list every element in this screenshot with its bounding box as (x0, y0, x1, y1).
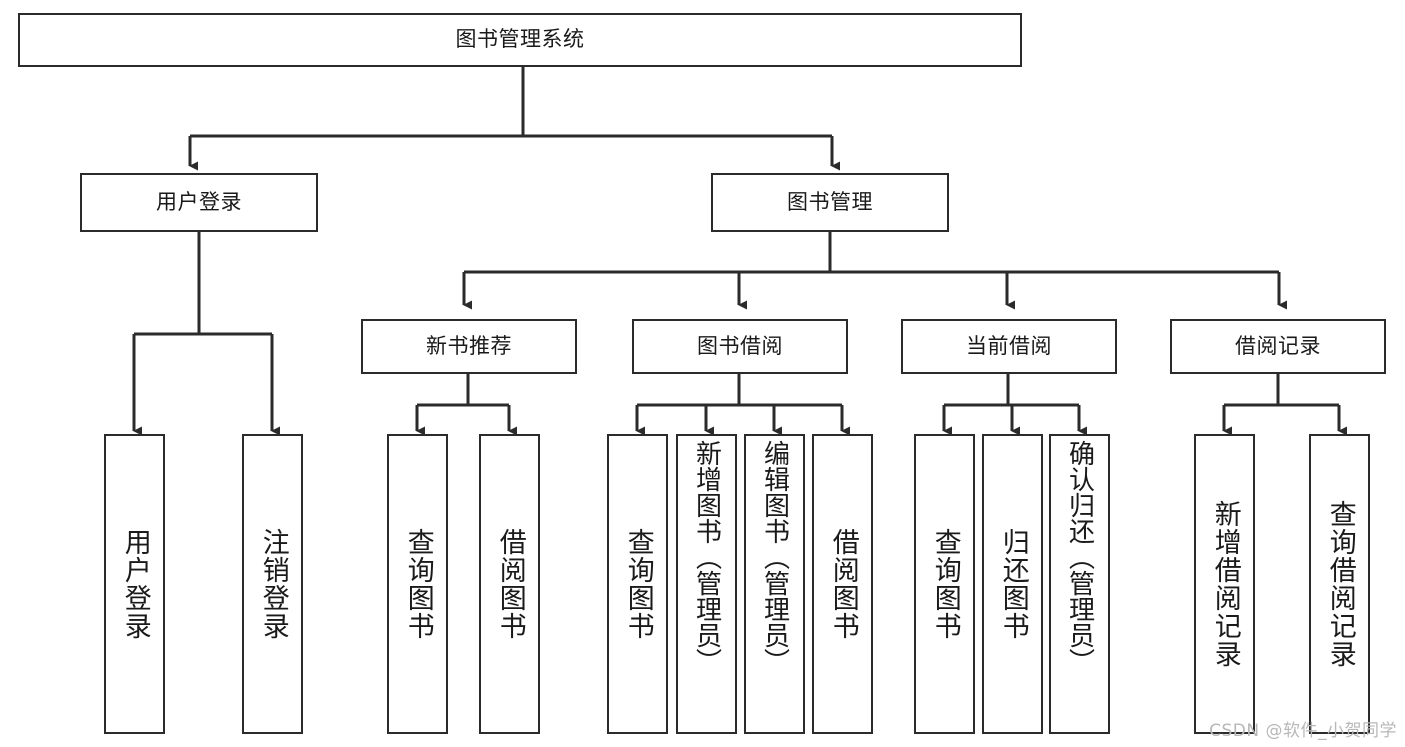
node-label: 新增图书（管理员） (691, 440, 722, 674)
node-label: 查询图书 (622, 528, 654, 640)
node-label: 确认归还（管理员） (1064, 440, 1095, 674)
node-current-borrow[interactable]: 当前借阅 (901, 319, 1117, 374)
node-label: 查询图书 (402, 528, 434, 640)
node-leaf-query-record[interactable]: 查询借阅记录 (1309, 434, 1370, 734)
node-leaf-add-book[interactable]: 新增图书（管理员） (676, 434, 737, 734)
node-label: 注销登录 (257, 528, 289, 640)
node-leaf-user-login[interactable]: 用户登录 (104, 434, 165, 734)
node-book-management[interactable]: 图书管理 (711, 173, 949, 232)
node-book-borrow[interactable]: 图书借阅 (632, 319, 848, 374)
node-label: 新增借阅记录 (1209, 500, 1241, 668)
node-leaf-borrow-book-2[interactable]: 借阅图书 (812, 434, 873, 734)
node-label: 借阅图书 (827, 528, 859, 640)
node-label: 查询借阅记录 (1324, 500, 1356, 668)
node-leaf-query-book-3[interactable]: 查询图书 (914, 434, 975, 734)
watermark-text: CSDN @软件_小贺同学 (1209, 721, 1397, 741)
node-label: 借阅图书 (494, 528, 526, 640)
node-new-book-recommend[interactable]: 新书推荐 (361, 319, 577, 374)
node-leaf-edit-book[interactable]: 编辑图书（管理员） (744, 434, 805, 734)
node-label: 新书推荐 (426, 333, 512, 358)
node-label: 编辑图书（管理员） (759, 440, 790, 674)
node-label: 图书管理 (787, 189, 873, 214)
node-leaf-logout-login[interactable]: 注销登录 (242, 434, 303, 734)
node-leaf-borrow-book-1[interactable]: 借阅图书 (479, 434, 540, 734)
node-leaf-add-record[interactable]: 新增借阅记录 (1194, 434, 1255, 734)
node-leaf-return-book[interactable]: 归还图书 (982, 434, 1043, 734)
node-label: 当前借阅 (966, 333, 1052, 358)
node-leaf-confirm-return[interactable]: 确认归还（管理员） (1049, 434, 1110, 734)
node-leaf-query-book-2[interactable]: 查询图书 (607, 434, 668, 734)
node-label: 用户登录 (156, 189, 242, 214)
node-label: 借阅记录 (1235, 333, 1321, 358)
node-leaf-query-book-1[interactable]: 查询图书 (387, 434, 448, 734)
node-user-login[interactable]: 用户登录 (80, 173, 318, 232)
node-label: 用户登录 (119, 528, 151, 640)
node-root-system[interactable]: 图书管理系统 (18, 13, 1022, 67)
node-label: 图书管理系统 (455, 27, 585, 52)
node-borrow-record[interactable]: 借阅记录 (1170, 319, 1386, 374)
node-label: 查询图书 (929, 528, 961, 640)
node-label: 归还图书 (997, 528, 1029, 640)
node-label: 图书借阅 (697, 333, 783, 358)
